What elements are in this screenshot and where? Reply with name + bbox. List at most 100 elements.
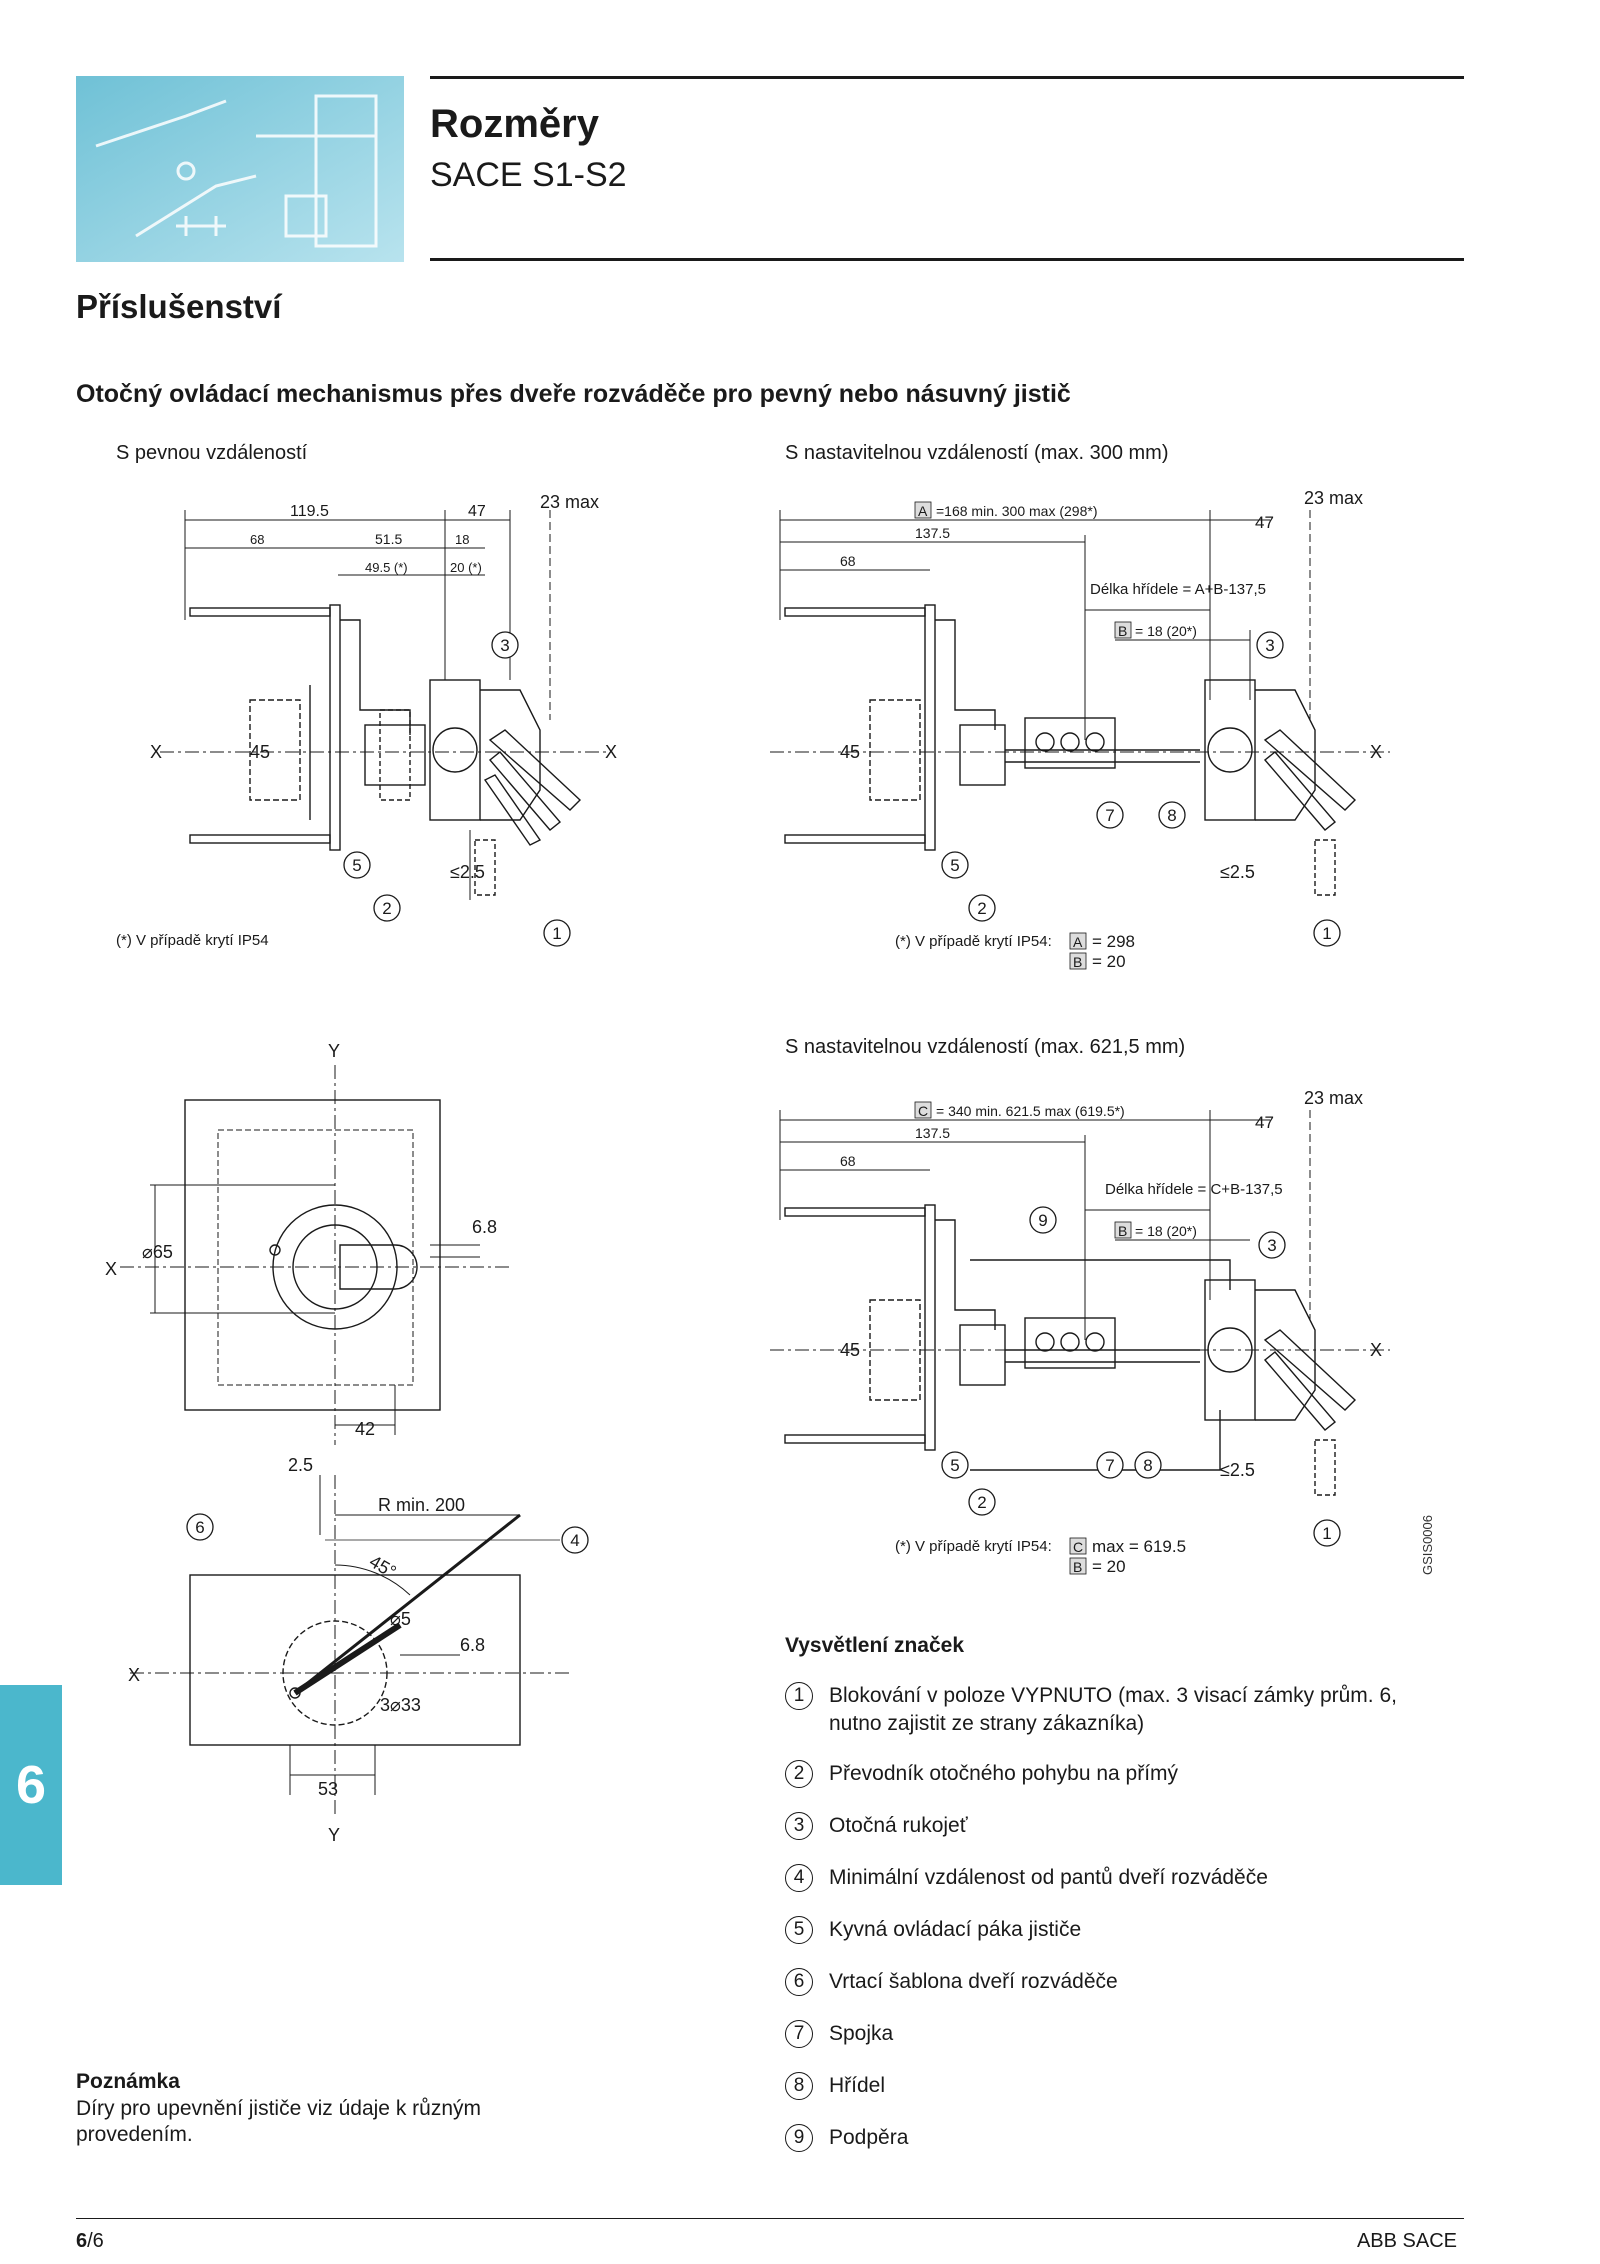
angle-45: 45° — [366, 1551, 400, 1582]
callout-1-c: 1 — [1322, 1524, 1331, 1543]
diagram-front-view: Y X ⌀65 6.8 42 — [105, 1041, 510, 1445]
dim-47-b: 47 — [1255, 513, 1274, 532]
dim-137-c: 137.5 — [915, 1125, 950, 1141]
box-b-c: B — [1118, 1223, 1127, 1239]
dim-42: 42 — [355, 1419, 375, 1439]
dim-47-c: 47 — [1255, 1113, 1274, 1132]
callout-6: 6 — [195, 1518, 204, 1537]
fn-b-c: = 20 — [1092, 1557, 1126, 1576]
dim-53: 53 — [318, 1779, 338, 1799]
caption-adj300: S nastavitelnou vzdáleností (max. 300 mm… — [785, 442, 1169, 464]
caption-fixed: S pevnou vzdáleností — [116, 442, 308, 464]
dim-23max: 23 max — [540, 492, 599, 512]
dim-45: 45 — [250, 742, 270, 762]
fn-box-c: C — [1073, 1539, 1083, 1555]
callout-2: 2 — [382, 899, 391, 918]
fn-a: = 298 — [1092, 932, 1135, 951]
dim-6-8-front: 6.8 — [472, 1217, 497, 1237]
callout-8-c: 8 — [1143, 1456, 1152, 1475]
dim-c: = 340 min. 621.5 max (619.5*) — [936, 1103, 1125, 1119]
legend-num: 2 — [785, 1760, 813, 1788]
dim-6-8-t: 6.8 — [460, 1635, 485, 1655]
legend-item: 1 Blokování v poloze VYPNUTO (max. 3 vis… — [785, 1682, 1439, 1738]
footer-brand: ABB SACE — [1356, 2230, 1457, 2252]
fn-b: = 20 — [1092, 952, 1126, 970]
dim-23max-b: 23 max — [1304, 488, 1363, 508]
callout-3-b: 3 — [1265, 636, 1274, 655]
diagram-fixed-distance: 119.5 47 23 max 68 51.5 18 49.5 (*) 20 (… — [150, 492, 617, 947]
axis-y-front: Y — [328, 1041, 340, 1061]
legend-text: Hřídel — [829, 2074, 886, 2097]
drawing-ref: GSIS0006 — [1420, 1515, 1435, 1575]
legend-text: Převodník otočného pohybu na přímý — [829, 1762, 1179, 1785]
fn-box-b: B — [1073, 954, 1082, 970]
callout-5-c: 5 — [950, 1456, 959, 1475]
fn-c: max = 619.5 — [1092, 1537, 1186, 1556]
callout-4: 4 — [570, 1531, 579, 1550]
legend-num: 8 — [785, 2072, 813, 2100]
dim-119: 119.5 — [290, 503, 329, 520]
legend-num: 4 — [785, 1864, 813, 1892]
footnote-adj300: (*) V případě krytí IP54: — [895, 933, 1052, 950]
page-subtitle: SACE S1-S2 — [430, 156, 627, 194]
dim-5: ⌀5 — [390, 1609, 411, 1629]
callout-3-c: 3 — [1267, 1236, 1276, 1255]
diagram-drilling-template: 2.5 R min. 200 45° ⌀5 6.8 3⌀33 53 X Y 6 … — [128, 1455, 589, 1845]
caption-adj621: S nastavitelnou vzdáleností (max. 621,5 … — [785, 1036, 1186, 1058]
callout-7-b: 7 — [1105, 806, 1114, 825]
dim-33: 3⌀33 — [380, 1695, 421, 1715]
callout-5-b: 5 — [950, 856, 959, 875]
dim-68-b: 68 — [840, 553, 856, 569]
header-drawing-icon — [76, 76, 404, 262]
header-bottom-rule — [430, 258, 1464, 261]
callout-1: 1 — [552, 924, 561, 943]
section-title: Příslušenství — [76, 288, 282, 325]
dim-2-5-b: ≤2.5 — [1220, 862, 1255, 882]
dim-68-c: 68 — [840, 1153, 856, 1169]
legend-text: Vrtací šablona dveří rozváděče — [829, 1970, 1118, 1993]
footer-rule — [76, 2218, 1464, 2219]
dim-rmin: R min. 200 — [378, 1495, 465, 1515]
axis-x-left: X — [150, 742, 162, 762]
dim-b-c: = 18 (20*) — [1135, 1223, 1197, 1239]
box-b: B — [1118, 623, 1127, 639]
dim-49: 49.5 (*) — [365, 560, 408, 575]
footnote-fixed: (*) V případě krytí IP54 — [116, 932, 269, 949]
dim-45-c: 45 — [840, 1340, 860, 1360]
axis-x-right: X — [605, 742, 617, 762]
page-title: Rozměry — [430, 102, 599, 146]
axis-x-b: X — [1370, 742, 1382, 762]
dim-2-5-t: 2.5 — [288, 1455, 313, 1475]
legend-item: 5 Kyvná ovládací páka jističe — [785, 1916, 1439, 1944]
box-c: C — [918, 1103, 928, 1119]
legend-num: 7 — [785, 2020, 813, 2048]
axis-x-c: X — [1370, 1340, 1382, 1360]
fn-box-a: A — [1073, 934, 1083, 950]
subsection-title: Otočný ovládací mechanismus přes dveře r… — [76, 380, 1071, 408]
note-text: Díry pro upevnění jističe viz údaje k rů… — [76, 2097, 481, 2146]
dim-137: 137.5 — [915, 525, 950, 541]
legend-text: Kyvná ovládací páka jističe — [829, 1918, 1082, 1941]
legend-text: Blokování v poloze VYPNUTO (max. 3 visac… — [829, 1684, 1397, 1735]
legend-item: 3 Otočná rukojeť — [785, 1812, 1439, 1840]
diagram-adjustable-300: A =168 min. 300 max (298*) 137.5 68 Délk… — [770, 488, 1390, 970]
callout-2-b: 2 — [977, 899, 986, 918]
dim-18: 18 — [455, 532, 469, 547]
legend-text: Minimální vzdálenost od pantů dveří rozv… — [829, 1866, 1268, 1889]
diagram-adjustable-621: C = 340 min. 621.5 max (619.5*) 137.5 68… — [770, 1088, 1390, 1576]
legend-text: Otočná rukojeť — [829, 1814, 968, 1837]
callout-3: 3 — [500, 636, 509, 655]
legend-item: 6 Vrtací šablona dveří rozváděče — [785, 1968, 1439, 1996]
dim-20: 20 (*) — [450, 560, 482, 575]
dim-45-b: 45 — [840, 742, 860, 762]
callout-7-c: 7 — [1105, 1456, 1114, 1475]
callout-group — [343, 631, 571, 947]
shaft-length-c: Délka hřídele = C+B-137,5 — [1105, 1181, 1283, 1198]
dim-65: ⌀65 — [142, 1242, 173, 1262]
legend-text: Spojka — [829, 2022, 894, 2045]
legend-num: 6 — [785, 1968, 813, 1996]
legend-item: 4 Minimální vzdálenost od pantů dveří ro… — [785, 1864, 1439, 1892]
axis-x-t: X — [128, 1665, 140, 1685]
legend-text: Podpěra — [829, 2126, 909, 2149]
legend-num: 1 — [785, 1682, 813, 1710]
